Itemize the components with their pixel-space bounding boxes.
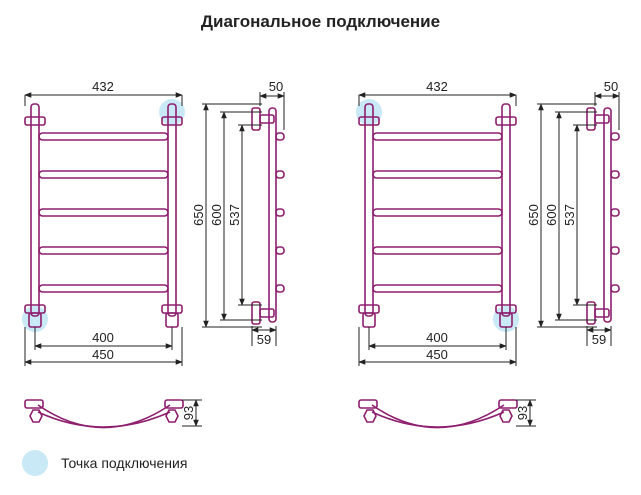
dim-label-height-inner: 537 (562, 204, 577, 226)
side-view (586, 107, 620, 325)
dim-label-top-width: 432 (92, 79, 114, 94)
dim-label-height-inner: 537 (227, 204, 242, 226)
dim-side (202, 92, 285, 346)
front-view (358, 103, 517, 328)
front-view (24, 103, 183, 328)
page-title: Диагональное подключение (200, 12, 441, 31)
dim-label-height-total: 650 (191, 204, 206, 226)
dim-bend (516, 399, 536, 427)
legend-label: Точка подключения (61, 455, 187, 471)
top-view (358, 399, 518, 429)
left-variant: 432 400 450 (22, 79, 285, 429)
legend: Точка подключения (22, 450, 187, 476)
dim-bottom (24, 327, 183, 366)
dim-label-height-mid: 600 (544, 204, 559, 226)
right-variant: 432 400 450 (356, 79, 620, 429)
dim-label-bottom-total: 450 (92, 347, 114, 362)
dim-label-height-total: 650 (526, 204, 541, 226)
dim-label-height-mid: 600 (209, 204, 224, 226)
dim-bend (182, 399, 202, 427)
connection-point-top-left (356, 99, 382, 125)
dim-top-width (358, 92, 517, 106)
dim-label-depth-top: 50 (604, 79, 618, 94)
dim-label-bottom-total: 450 (426, 347, 448, 362)
dim-label-bottom-depth: 59 (257, 332, 271, 347)
dim-side (537, 92, 620, 346)
dim-bottom (358, 327, 517, 366)
dim-label-top-width: 432 (426, 79, 448, 94)
top-view (24, 399, 184, 429)
dim-label-bottom-depth: 59 (592, 332, 606, 347)
dim-label-bend-depth: 93 (181, 406, 196, 420)
dim-label-bottom-inner: 400 (92, 330, 114, 345)
dim-label-bend-depth: 93 (515, 406, 530, 420)
legend-connection-point-swatch (22, 450, 48, 476)
connection-point-top-right (159, 99, 185, 125)
dim-top-width (24, 92, 183, 106)
dim-label-depth-top: 50 (269, 79, 283, 94)
side-view (251, 107, 285, 325)
dim-label-bottom-inner: 400 (426, 330, 448, 345)
